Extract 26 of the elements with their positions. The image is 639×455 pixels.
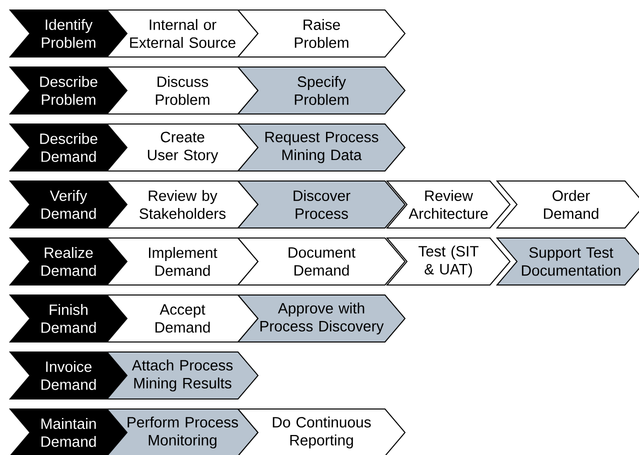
chevron-step: Identify Problem (8, 10, 128, 58)
chevron-step: Specify Problem (236, 66, 406, 114)
chevron-step: Review Architecture (386, 180, 511, 228)
chevron-step: Support Test Documentation (496, 238, 639, 286)
chevron-step: Test (SIT & UAT) (386, 238, 511, 286)
chevron-step: Finish Demand (8, 294, 128, 342)
chevron-step: Attach Process Mining Results (106, 352, 259, 400)
chevron-step: Create User Story (106, 124, 259, 172)
chevron-step: Request Process Mining Data (236, 124, 406, 172)
chevron-step: Describe Demand (8, 124, 128, 172)
chevron-step: Perform Process Monitoring (106, 408, 259, 455)
chevron-step: Implement Demand (106, 238, 259, 286)
chevron-step: Approve with Process Discovery (236, 294, 406, 342)
chevron-step: Internal or External Source (106, 10, 259, 58)
chevron-step: Discuss Problem (106, 66, 259, 114)
chevron-step: Realize Demand (8, 238, 128, 286)
chevron-step: Invoice Demand (8, 352, 128, 400)
chevron-step: Maintain Demand (8, 408, 128, 455)
chevron-step: Do Continuous Reporting (236, 408, 406, 455)
chevron-step: Accept Demand (106, 294, 259, 342)
chevron-step: Verify Demand (8, 180, 128, 228)
chevron-step: Order Demand (496, 180, 639, 228)
chevron-step: Review by Stakeholders (106, 180, 259, 228)
node-label: Do Continuous Reporting (272, 416, 371, 448)
chevron-step: Raise Problem (236, 10, 406, 58)
chevron-step: Describe Problem (8, 66, 128, 114)
